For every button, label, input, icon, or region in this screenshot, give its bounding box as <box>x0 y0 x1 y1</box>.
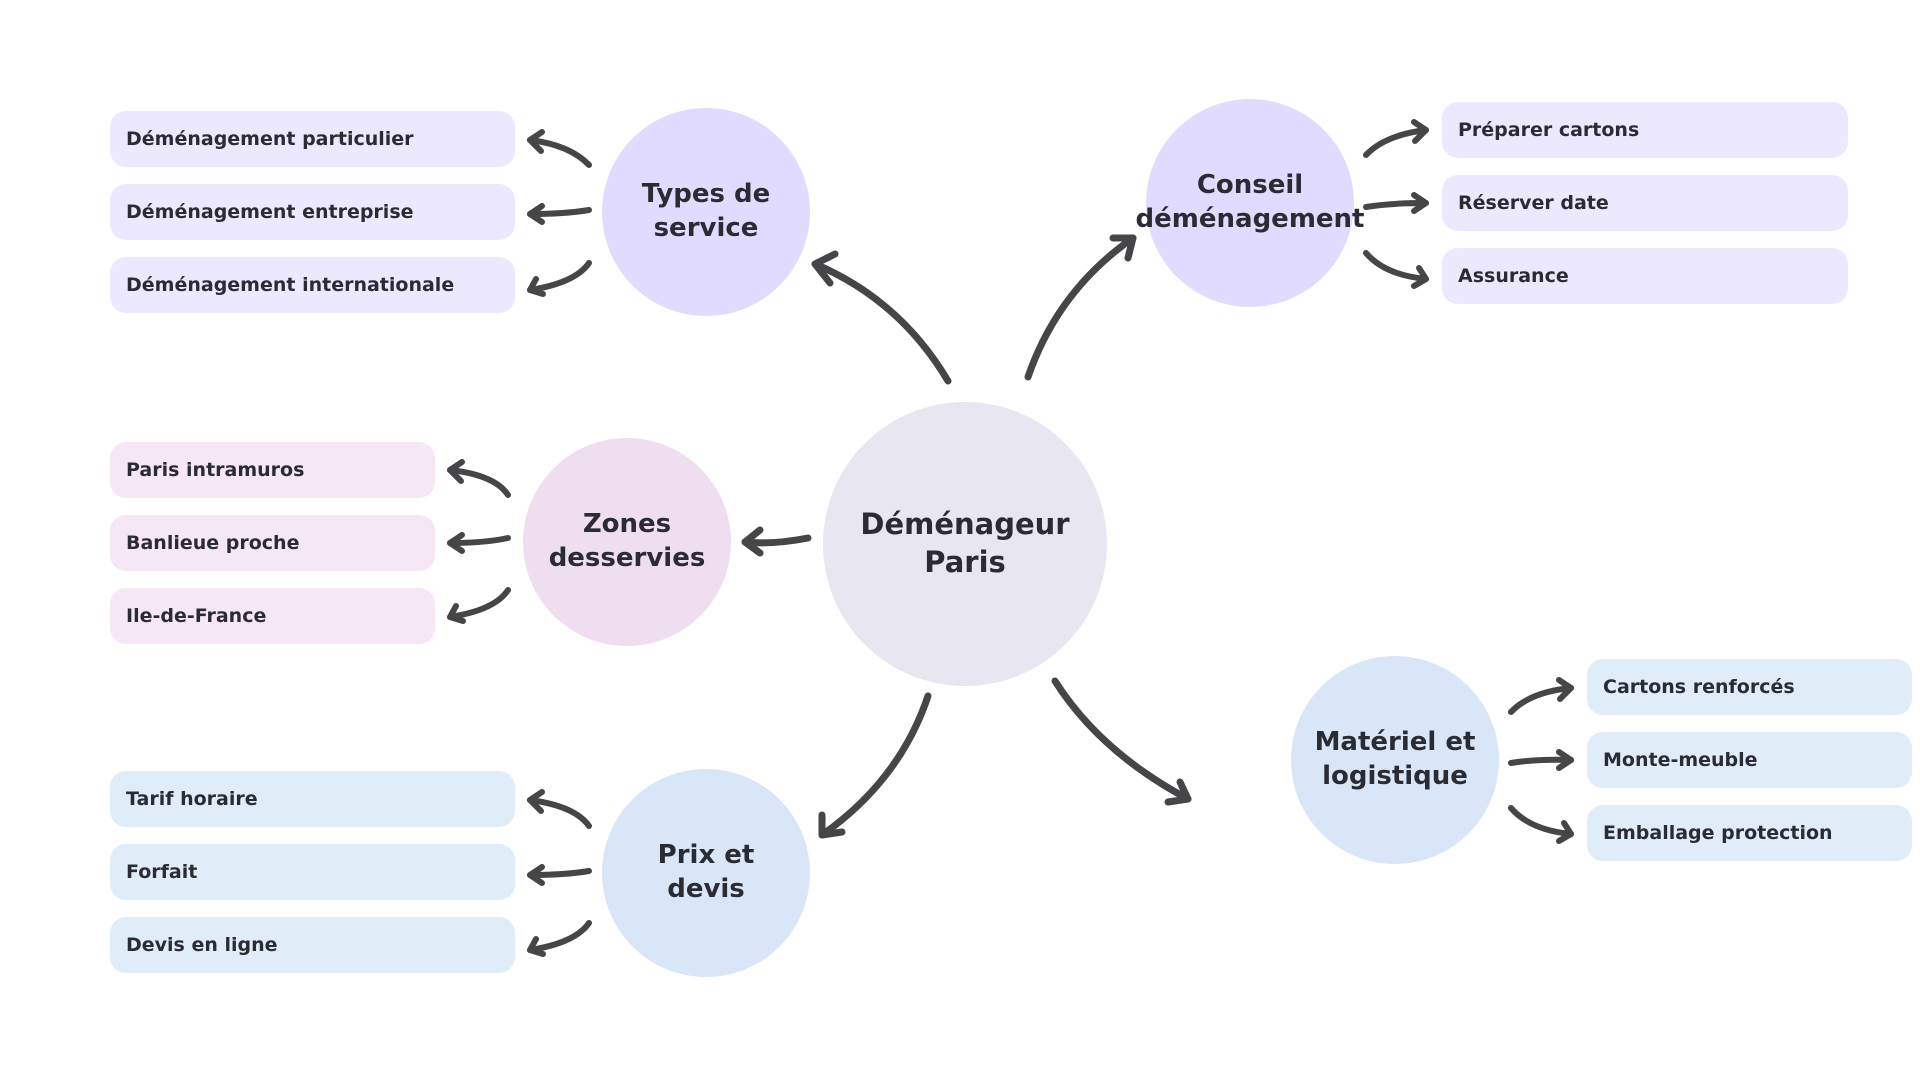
subtopic-label: Assurance <box>1458 265 1569 287</box>
subtopic-label: Paris intramuros <box>126 459 305 481</box>
arrowhead-types <box>811 250 839 287</box>
central-topic-node[interactable]: Déménageur Paris <box>823 402 1107 686</box>
subtopic-pill[interactable]: Réserver date <box>1442 175 1848 231</box>
arrow-conseil-item-1 <box>1363 127 1429 158</box>
arrow-materiel-item-2 <box>1508 756 1574 766</box>
subtopic-label: Emballage protection <box>1603 822 1833 844</box>
subtopic-pill[interactable]: Paris intramuros <box>110 442 435 498</box>
central-topic-label: Déménageur Paris <box>860 507 1070 579</box>
arrowhead-types-item-1 <box>527 129 545 154</box>
subtopic-pill[interactable]: Devis en ligne <box>110 917 515 973</box>
topic-node-types-de-service[interactable]: Types de service <box>602 108 810 316</box>
subtopic-pill[interactable]: Cartons renforcés <box>1587 659 1912 715</box>
subtopic-label: Cartons renforcés <box>1603 676 1795 698</box>
subtopic-label: Réserver date <box>1458 192 1609 214</box>
subtopic-pill[interactable]: Assurance <box>1442 248 1848 304</box>
arrow-center-to-types <box>811 260 952 385</box>
topic-node-materiel-et-logistique[interactable]: Matériel et logistique <box>1291 656 1499 864</box>
arrow-zones-item-1 <box>447 467 511 498</box>
subtopic-pill[interactable]: Emballage protection <box>1587 805 1912 861</box>
arrowhead-materiel <box>1164 778 1192 806</box>
topic-label: Types de service <box>641 179 771 243</box>
subtopic-pill[interactable]: Banlieue proche <box>110 515 435 571</box>
subtopic-label: Devis en ligne <box>126 934 278 956</box>
arrowhead-conseil-item-3 <box>1411 265 1429 289</box>
arrowhead-prix-item-2 <box>527 864 545 886</box>
subtopic-pill[interactable]: Ile-de-France <box>110 588 435 644</box>
subtopic-pill[interactable]: Tarif horaire <box>110 771 515 827</box>
arrow-prix-item-3 <box>527 920 592 953</box>
arrowhead-types-item-3 <box>527 276 546 297</box>
subtopic-label: Déménagement particulier <box>126 128 414 150</box>
subtopic-label: Déménagement internationale <box>126 274 455 296</box>
arrow-zones-item-2 <box>447 535 511 546</box>
arrowhead-materiel-item-2 <box>1556 749 1574 771</box>
arrow-prix-item-1 <box>527 797 592 829</box>
topic-label: Matériel et logistique <box>1314 727 1476 791</box>
subtopic-pill[interactable]: Déménagement entreprise <box>110 184 515 240</box>
subtopic-label: Préparer cartons <box>1458 119 1640 141</box>
topic-node-zones-desservies[interactable]: Zones desservies <box>523 438 731 646</box>
subtopic-pill[interactable]: Préparer cartons <box>1442 102 1848 158</box>
subtopic-pill[interactable]: Déménagement internationale <box>110 257 515 313</box>
arrowhead-prix <box>818 811 846 839</box>
subtopic-label: Monte-meuble <box>1603 749 1758 771</box>
arrow-types-item-2 <box>527 207 592 217</box>
arrowhead-materiel-item-1 <box>1556 677 1574 702</box>
arrowhead-zones-item-1 <box>447 459 465 484</box>
arrow-types-item-1 <box>527 137 592 168</box>
arrowhead-prix-item-3 <box>527 936 546 957</box>
arrow-conseil-item-2 <box>1363 200 1429 210</box>
subtopic-label: Tarif horaire <box>126 788 258 810</box>
arrow-center-to-conseil <box>1024 234 1137 381</box>
arrow-zones-item-3 <box>447 587 511 620</box>
topic-label: Prix et devis <box>657 840 755 904</box>
subtopic-pill[interactable]: Monte-meuble <box>1587 732 1912 788</box>
subtopic-label: Déménagement entreprise <box>126 201 414 223</box>
arrowhead-conseil-item-1 <box>1411 119 1429 144</box>
arrowhead-types-item-2 <box>527 203 545 225</box>
arrow-conseil-item-3 <box>1363 250 1429 282</box>
arrow-prix-item-2 <box>527 868 592 878</box>
arrowhead-prix-item-1 <box>527 789 545 814</box>
arrowhead-conseil-item-2 <box>1411 192 1429 214</box>
arrowhead-materiel-item-3 <box>1556 820 1574 844</box>
arrowhead-zones <box>741 526 764 557</box>
arrowhead-zones-item-3 <box>447 603 466 624</box>
arrowhead-zones-item-2 <box>447 532 465 554</box>
arrow-materiel-item-3 <box>1508 805 1574 837</box>
subtopic-pill[interactable]: Déménagement particulier <box>110 111 515 167</box>
arrow-center-to-prix <box>818 692 932 839</box>
arrowhead-conseil <box>1109 234 1137 262</box>
topic-node-conseil-demenagement[interactable]: Conseil déménagement <box>1136 99 1364 307</box>
arrow-materiel-item-1 <box>1508 685 1574 715</box>
topic-label: Conseil déménagement <box>1135 170 1365 234</box>
arrow-types-item-3 <box>527 260 592 293</box>
subtopic-label: Forfait <box>126 861 198 883</box>
topic-node-prix-et-devis[interactable]: Prix et devis <box>602 769 810 977</box>
subtopic-label: Banlieue proche <box>126 532 300 554</box>
subtopic-pill[interactable]: Forfait <box>110 844 515 900</box>
arrow-center-to-materiel <box>1051 677 1192 803</box>
topic-label: Zones desservies <box>548 509 706 573</box>
subtopic-label: Ile-de-France <box>126 605 267 627</box>
